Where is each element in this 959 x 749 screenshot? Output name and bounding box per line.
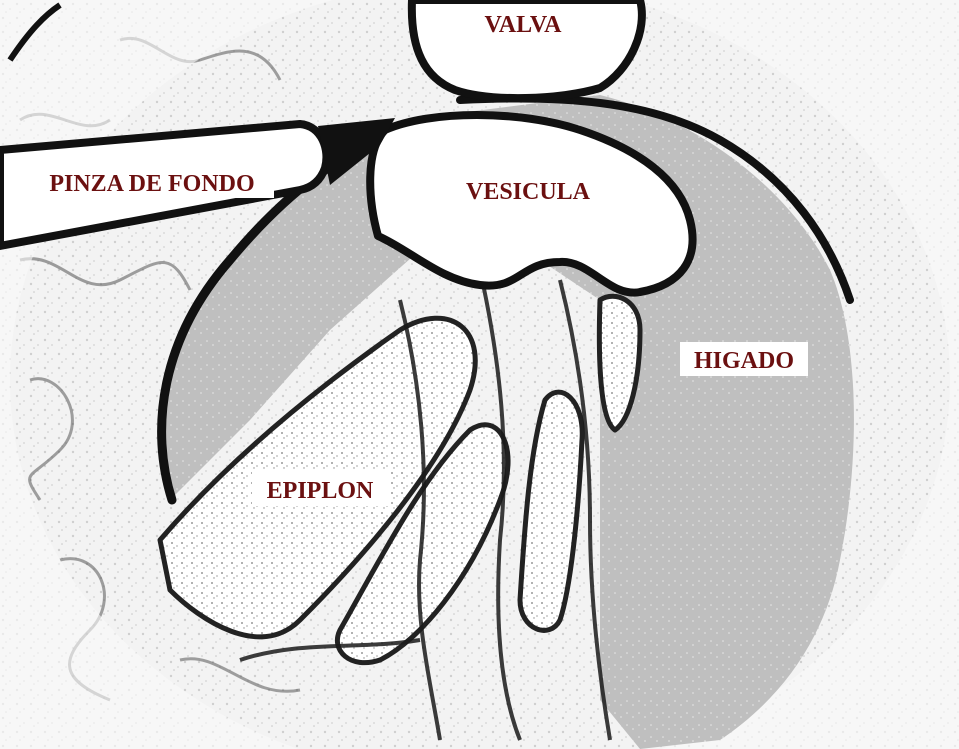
label-bg-pinza bbox=[30, 166, 274, 198]
label-bg-epiplon bbox=[252, 472, 388, 506]
label-epiplon: EPIPLON bbox=[267, 478, 374, 504]
label-valva: VALVA bbox=[485, 12, 563, 38]
tissue-strands bbox=[239, 269, 612, 741]
label-bg-higado bbox=[680, 342, 808, 376]
label-vesicula: VESICULA bbox=[466, 179, 591, 205]
label-bg-valva bbox=[482, 6, 564, 38]
grasper-tip bbox=[318, 118, 395, 185]
gallbladder-shape bbox=[366, 111, 697, 297]
valve-retractor-shape bbox=[407, 0, 646, 103]
corner-arc-left bbox=[7, 2, 62, 62]
label-pinza-de-fondo: PINZA DE FONDO bbox=[49, 171, 254, 197]
label-higado: HIGADO bbox=[694, 348, 794, 374]
